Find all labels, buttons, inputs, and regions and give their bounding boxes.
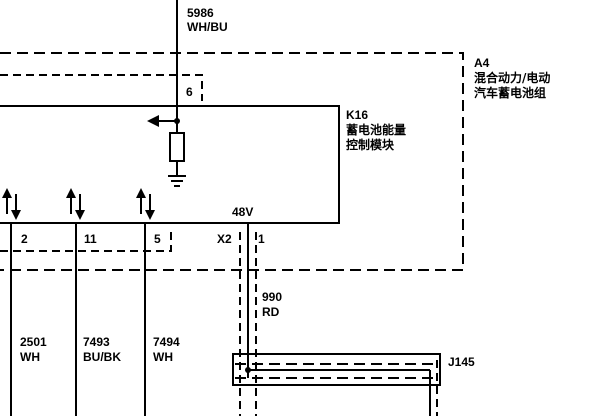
pin-label: 1 <box>258 232 265 246</box>
a4-name-label: 混合动力/电动 <box>474 70 550 85</box>
wire-circuit-label: 990 <box>262 290 282 304</box>
bidirectional-arrow-icon <box>66 188 85 220</box>
inner-connector-outline <box>0 74 203 252</box>
wire-circuit-label: 7493 <box>83 335 110 349</box>
wire-color-label: WH <box>20 350 40 364</box>
bidirectional-arrow-icon <box>136 188 155 220</box>
voltage-label: 48V <box>232 205 253 219</box>
k16-name-label: 控制模块 <box>346 137 395 152</box>
wire-circuit-label: 2501 <box>20 335 47 349</box>
wire-circuit-label: 5986 <box>187 6 214 20</box>
k16-module-box <box>0 105 340 224</box>
a4-battery-pack-boundary <box>0 52 464 271</box>
pin-label: 11 <box>84 232 97 246</box>
bidirectional-arrow-icon <box>2 188 21 220</box>
pin-label: 2 <box>21 232 28 246</box>
k16-name-label: 蓄电池能量 <box>346 122 406 137</box>
wire-color-label: RD <box>262 305 280 319</box>
a4-id-label: A4 <box>474 56 490 70</box>
pin-label: 5 <box>154 232 161 246</box>
j145-label: J145 <box>448 355 475 369</box>
pin-label: 6 <box>186 85 193 99</box>
wire-color-label: WH/BU <box>187 20 228 34</box>
connector-label: X2 <box>217 232 232 246</box>
a4-name-label: 汽车蓄电池组 <box>474 85 546 100</box>
wire-circuit-label: 7494 <box>153 335 180 349</box>
resistor-ground-icon <box>147 106 186 187</box>
wire-color-label: BU/BK <box>83 350 121 364</box>
j145-junction-block <box>232 353 441 416</box>
wire-color-label: WH <box>153 350 173 364</box>
k16-id-label: K16 <box>346 108 368 122</box>
wire-990-shielded <box>239 223 257 416</box>
